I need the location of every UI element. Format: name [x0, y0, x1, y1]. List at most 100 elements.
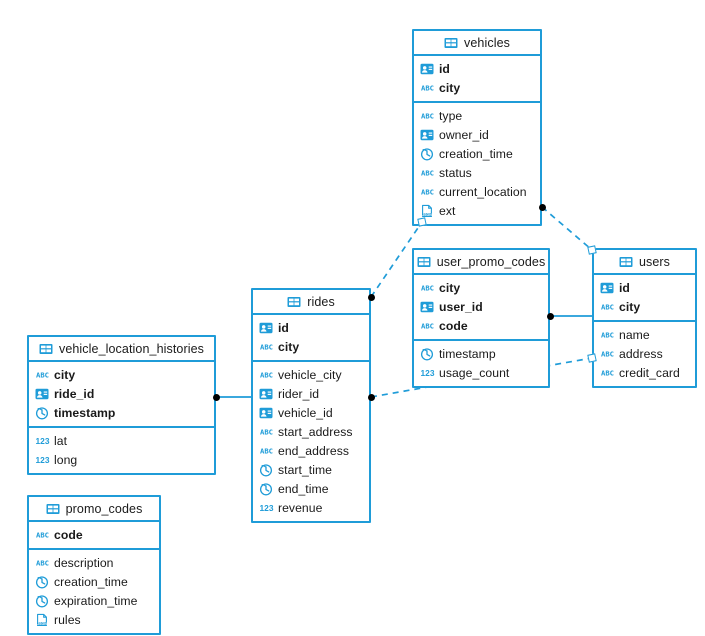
entity-header-vehicle_location_histories[interactable]: vehicle_location_histories — [29, 337, 214, 362]
entity-title: vehicle_location_histories — [58, 341, 205, 356]
entity-header-rides[interactable]: rides — [253, 290, 369, 315]
clock-icon — [35, 406, 49, 420]
field-name: start_address — [278, 424, 353, 439]
relationship-endpoint-square-rides-to-users[interactable] — [587, 353, 597, 363]
svg-text:123: 123 — [421, 368, 435, 378]
table-icon — [417, 255, 431, 269]
svg-text:ABC: ABC — [601, 302, 614, 311]
field-row-address[interactable]: ABC address — [594, 344, 695, 363]
field-name: rules — [54, 612, 81, 627]
field-name: ride_id — [54, 386, 95, 401]
clock-icon — [259, 463, 273, 477]
field-row-end_time[interactable]: end_time — [253, 479, 369, 498]
svg-text:ABC: ABC — [601, 330, 614, 339]
field-row-timestamp[interactable]: timestamp — [414, 344, 548, 363]
field-row-id[interactable]: id — [253, 318, 369, 337]
svg-text:ABC: ABC — [260, 342, 273, 351]
field-row-description[interactable]: ABC description — [29, 553, 159, 572]
field-row-id[interactable]: id — [594, 278, 695, 297]
field-row-vehicle_id[interactable]: vehicle_id — [253, 403, 369, 422]
table-icon — [39, 342, 53, 356]
entity-header-user_promo_codes[interactable]: user_promo_codes — [414, 250, 548, 275]
entity-header-promo_codes[interactable]: promo_codes — [29, 497, 159, 522]
svg-text:ABC: ABC — [421, 283, 434, 292]
relationship-endpoint-dot-rides-to-users[interactable] — [367, 393, 375, 401]
abc-text-icon: ABC — [35, 556, 49, 570]
relationship-endpoint-dot-vehicles-to-users[interactable] — [538, 203, 546, 211]
identity-card-icon — [259, 387, 273, 401]
identity-card-icon — [420, 128, 434, 142]
relationship-endpoint-dot-rides-to-vehicles[interactable] — [367, 293, 375, 301]
entity-header-users[interactable]: users — [594, 250, 695, 275]
field-row-rider_id[interactable]: rider_id — [253, 384, 369, 403]
svg-text:ABC: ABC — [36, 530, 49, 539]
svg-text:ABC: ABC — [601, 349, 614, 358]
svg-text:ABC: ABC — [421, 187, 434, 196]
field-row-city[interactable]: ABC city — [414, 278, 548, 297]
relationship-line-vehicles-to-users[interactable] — [541, 206, 593, 251]
number-123-icon: 123 — [420, 366, 435, 380]
field-name: user_id — [439, 299, 483, 314]
field-row-owner_id[interactable]: owner_id — [414, 125, 540, 144]
field-row-creation_time[interactable]: creation_time — [29, 572, 159, 591]
json-file-icon: JSON — [420, 204, 434, 218]
field-name: end_time — [278, 481, 329, 496]
relationship-endpoint-square-rides-to-vehicles[interactable] — [417, 217, 427, 227]
clock-icon — [259, 482, 273, 496]
field-name: description — [54, 555, 114, 570]
abc-text-icon: ABC — [600, 347, 614, 361]
field-row-timestamp[interactable]: timestamp — [29, 403, 214, 422]
clock-icon — [35, 594, 49, 608]
field-name: start_time — [278, 462, 333, 477]
svg-text:ABC: ABC — [260, 446, 273, 455]
relationship-endpoint-square-vehicles-to-users[interactable] — [587, 245, 597, 255]
field-row-ride_id[interactable]: ride_id — [29, 384, 214, 403]
field-row-start_time[interactable]: start_time — [253, 460, 369, 479]
field-row-usage_count[interactable]: 123 usage_count — [414, 363, 548, 382]
abc-text-icon: ABC — [420, 109, 434, 123]
identity-card-icon — [420, 300, 434, 314]
number-123-icon: 123 — [259, 501, 274, 515]
abc-text-icon: ABC — [600, 366, 614, 380]
field-name: type — [439, 108, 463, 123]
relationship-endpoint-dot-user-promo-codes-to-users[interactable] — [546, 312, 554, 320]
field-row-type[interactable]: ABC type — [414, 106, 540, 125]
field-row-id[interactable]: id — [414, 59, 540, 78]
field-row-expiration_time[interactable]: expiration_time — [29, 591, 159, 610]
svg-text:ABC: ABC — [260, 370, 273, 379]
entity-header-vehicles[interactable]: vehicles — [414, 31, 540, 56]
field-row-creation_time[interactable]: creation_time — [414, 144, 540, 163]
field-name: vehicle_id — [278, 405, 333, 420]
field-name: address — [619, 346, 663, 361]
field-name: city — [439, 280, 461, 295]
relationship-endpoint-dot-vehicle-location-histories-to-rides[interactable] — [212, 393, 220, 401]
field-name: usage_count — [439, 365, 510, 380]
abc-text-icon: ABC — [420, 166, 434, 180]
field-row-user_id[interactable]: user_id — [414, 297, 548, 316]
